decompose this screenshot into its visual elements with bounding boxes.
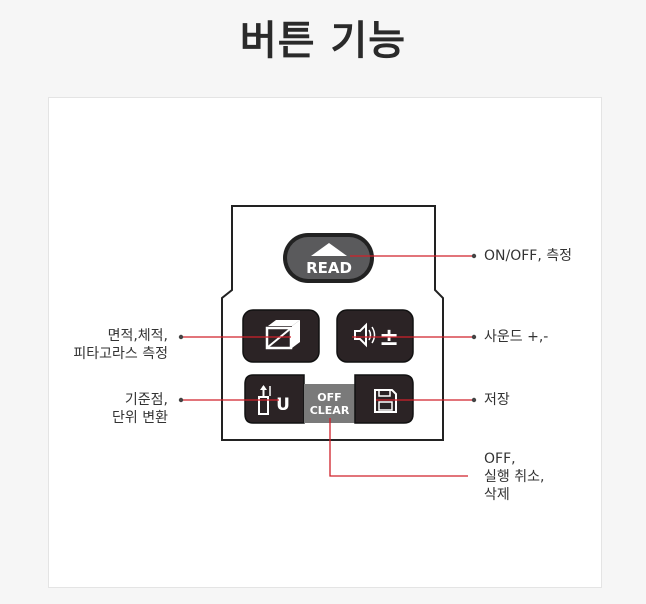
callout-area: 면적,체적, 피타고라스 측정 [73, 328, 168, 362]
read-button-label: READ [306, 259, 352, 277]
callout-unit: 기준점, 단위 변환 [112, 392, 168, 426]
callout-sound: 사운드 +,- [484, 329, 549, 345]
floppy-disk-icon [374, 389, 397, 413]
callout-off-clear: OFF, 실행 취소, 삭제 [484, 451, 545, 503]
unit-button[interactable]: U [244, 374, 305, 424]
cube-icon [265, 320, 300, 350]
off-label: OFF [317, 391, 341, 404]
off-clear-button[interactable]: OFF CLEAR [304, 384, 355, 423]
leader-lines [183, 255, 472, 477]
speaker-icon [354, 322, 376, 348]
callout-read: ON/OFF, 측정 [484, 248, 572, 264]
page-title: 버튼 기능 [239, 18, 407, 64]
area-volume-button[interactable] [242, 309, 320, 363]
leader-off-clear [329, 418, 468, 477]
triangle-up-icon [311, 243, 347, 256]
sound-button[interactable]: ± [336, 309, 414, 363]
read-button[interactable]: READ [283, 233, 374, 283]
clear-label: CLEAR [310, 404, 350, 417]
callout-save: 저장 [484, 392, 510, 408]
reference-point-icon [258, 385, 271, 415]
unit-button-label: U [276, 395, 290, 415]
save-button[interactable] [354, 374, 414, 424]
leader-dots [178, 253, 477, 403]
